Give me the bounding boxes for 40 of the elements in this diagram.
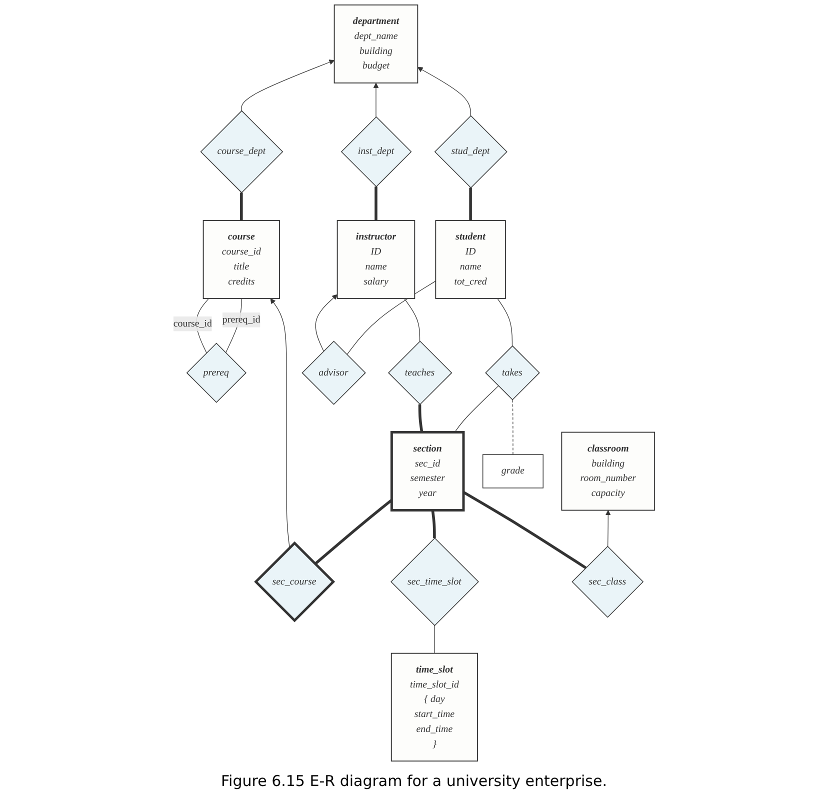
node-diamond: sec_course <box>254 541 336 622</box>
figure-caption: Figure 6.15 E-R diagram for a university enterprise. <box>221 772 607 790</box>
node-diamond: sec_time_slot <box>390 538 479 626</box>
connector <box>497 298 512 346</box>
node-diamond: takes <box>485 345 540 400</box>
node-box: grade <box>482 454 544 488</box>
arrow <box>417 67 471 116</box>
arrow <box>241 60 335 112</box>
node-box: course course_id title credits <box>202 220 280 299</box>
node-box: instructor ID name salary <box>336 220 416 299</box>
node-box: student ID name tot_cred <box>435 220 506 299</box>
connector <box>469 188 472 221</box>
arrow <box>605 510 611 548</box>
connector <box>314 498 393 565</box>
node-diamond: stud_dept <box>434 115 508 188</box>
node-diamond: inst_dept <box>340 116 412 188</box>
node-diamond: teaches <box>388 340 452 405</box>
node-diamond: sec_class <box>572 546 644 618</box>
node-box: classroom building room_number capacity <box>561 432 656 511</box>
connector <box>431 510 436 538</box>
node-box: section sec_id semester year <box>390 431 465 512</box>
edge-label: prereq_id <box>222 314 260 325</box>
connector <box>454 386 499 433</box>
connector <box>240 192 243 221</box>
connector <box>374 186 378 221</box>
node-diamond: course_dept <box>200 110 284 194</box>
connector <box>418 404 424 432</box>
node-box: time_slot time_slot_id { day start_time end_time } <box>390 652 478 762</box>
connector <box>512 398 514 455</box>
node-diamond: prereq <box>186 342 246 403</box>
connector <box>462 491 587 570</box>
arrow <box>270 298 290 548</box>
connector <box>434 625 435 654</box>
arrow <box>373 82 379 118</box>
edge-label: course_id <box>173 318 212 329</box>
connector <box>404 298 420 342</box>
node-box: department dept_name building budget <box>334 4 418 84</box>
arrow <box>315 294 338 352</box>
node-diamond: advisor <box>302 340 366 405</box>
connector <box>346 280 436 355</box>
